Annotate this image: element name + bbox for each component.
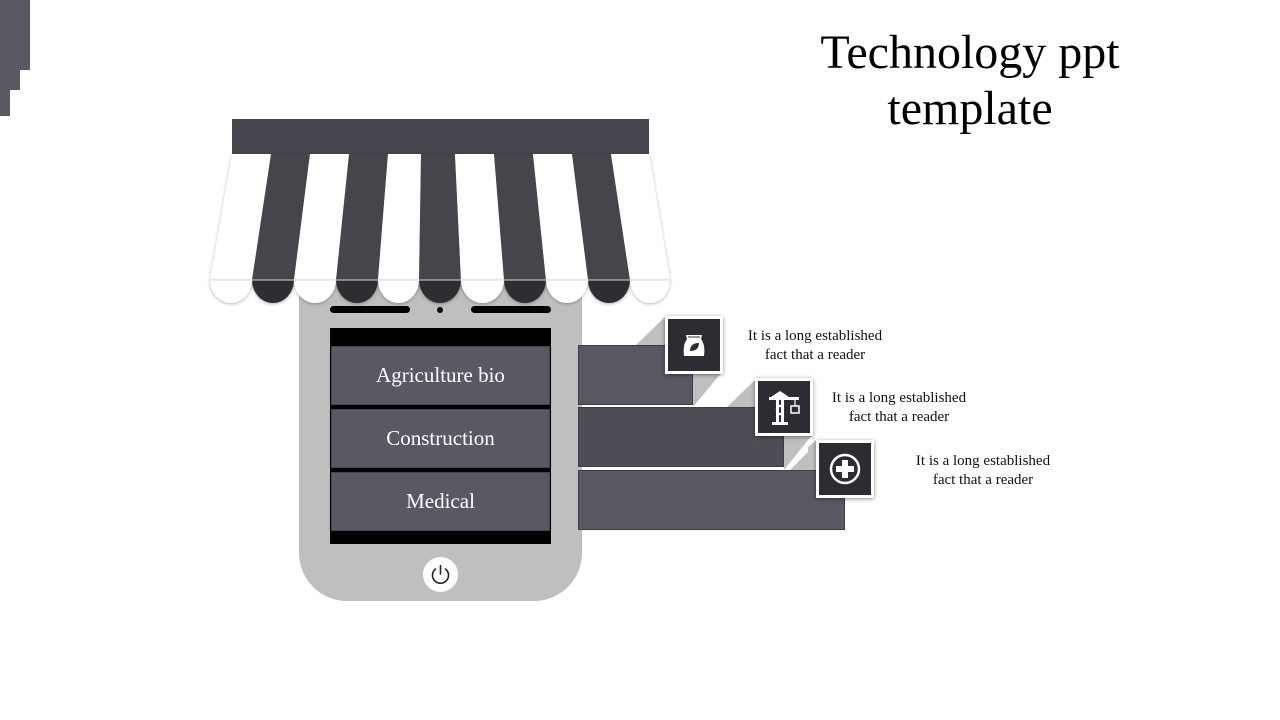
crane-icon-box — [755, 378, 813, 436]
phone-speaker-left — [330, 306, 410, 313]
shop-awning — [210, 119, 670, 303]
phone-speaker-right — [471, 306, 551, 313]
menu-item-medical[interactable]: Medical — [331, 472, 550, 531]
menu-item-label: Agriculture bio — [376, 363, 505, 387]
phone-camera-dot — [437, 307, 443, 313]
corner-decoration — [0, 0, 30, 116]
step-fold-1 — [636, 316, 722, 407]
item-description-line1: It is a long established — [747, 328, 883, 344]
item-description-3: It is a long established fact that a rea… — [888, 452, 1078, 490]
slide-title: Technology ppt template — [780, 25, 1160, 137]
menu-item-label: Construction — [386, 426, 495, 450]
menu-item-agriculture[interactable]: Agriculture bio — [331, 346, 550, 405]
step-fold-3 — [784, 440, 816, 470]
power-button[interactable] — [423, 557, 458, 592]
item-description-line2: fact that a reader — [932, 472, 1034, 488]
item-description-line1: It is a long established — [915, 453, 1051, 469]
item-description-1: It is a long established fact that a rea… — [720, 327, 910, 365]
crane-icon — [769, 391, 800, 425]
step-bar-3 — [578, 470, 845, 530]
seed-bag-icon-box — [665, 316, 723, 374]
medical-cross-icon-box — [816, 440, 874, 498]
slide-title-line1: Technology ppt — [820, 26, 1120, 79]
item-description-2: It is a long established fact that a rea… — [804, 389, 994, 427]
slide-title-line2: template — [887, 82, 1053, 135]
menu-item-label: Medical — [406, 489, 475, 513]
medical-cross-icon — [829, 453, 861, 485]
seed-bag-icon — [683, 335, 705, 356]
power-icon — [431, 564, 450, 584]
menu-item-construction[interactable]: Construction — [331, 409, 550, 468]
item-description-line2: fact that a reader — [764, 347, 866, 363]
item-description-line1: It is a long established — [831, 390, 967, 406]
step-bar-2 — [578, 407, 784, 467]
step-fold-2 — [693, 378, 812, 470]
item-description-line2: fact that a reader — [848, 409, 950, 425]
